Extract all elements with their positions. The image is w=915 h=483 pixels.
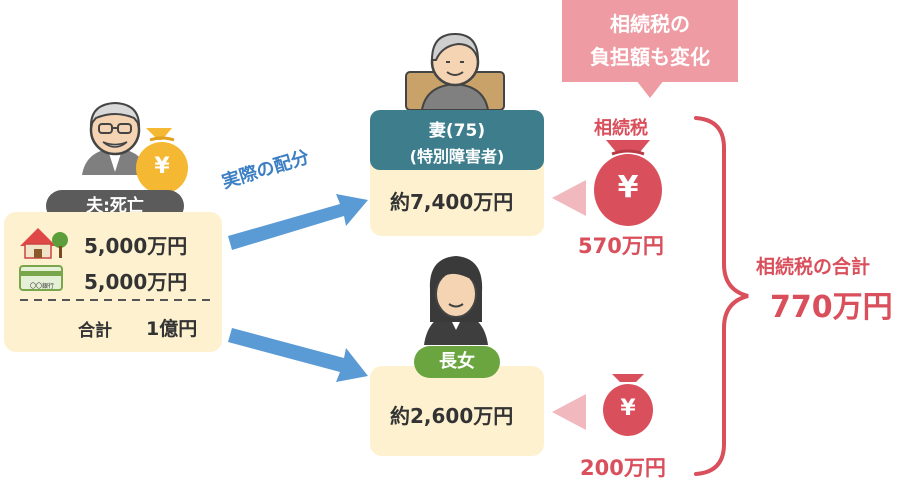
- elderly-woman-icon: [405, 32, 505, 111]
- daughter-amount-box: [370, 366, 544, 456]
- arrow-to-wife: [228, 194, 368, 250]
- chevron-left-icon: [552, 180, 586, 216]
- money-bag-icon: [603, 374, 653, 436]
- total-tax-label: 相続税の合計: [756, 256, 871, 278]
- elderly-man-icon: [82, 101, 148, 175]
- yen-symbol: ¥: [154, 154, 170, 179]
- total-tax-value: 770万円: [770, 290, 893, 325]
- wife-label-line2: (特別障害者): [409, 147, 505, 166]
- daughter-amount: 約2,600万円: [390, 404, 514, 428]
- yen-symbol: ¥: [617, 170, 639, 205]
- money-bag-icon: [136, 128, 188, 194]
- callout-box: 相続税の 負担額も変化: [562, 0, 738, 82]
- asset-amount-deposit: 5,000万円: [84, 270, 188, 294]
- total-value: 1億円: [146, 318, 198, 340]
- wife-label-line1: 妻(75): [428, 121, 486, 141]
- arrow-to-daughter: [228, 328, 368, 382]
- daughter-tag: 長女: [414, 346, 500, 378]
- wife-tag: 妻(75) (特別障害者): [370, 110, 544, 170]
- money-bag-icon: [594, 140, 662, 226]
- callout-line2: 負担額も変化: [590, 45, 710, 69]
- asset-amount-house: 5,000万円: [84, 234, 188, 258]
- chevron-left-icon: [552, 394, 586, 430]
- daughter-tax: 200万円: [580, 456, 666, 480]
- wife-amount: 約7,400万円: [390, 190, 514, 214]
- young-woman-icon: [424, 256, 488, 345]
- wife-tax: 570万円: [578, 234, 664, 258]
- tax-label: 相続税: [594, 118, 648, 139]
- total-label: 合計: [78, 321, 112, 341]
- bank-card-text: 〇〇銀行: [29, 283, 54, 290]
- callout-line1: 相続税の: [610, 12, 690, 36]
- yen-symbol: ¥: [620, 396, 636, 421]
- curly-brace: [694, 116, 749, 476]
- callout-pointer: [636, 80, 664, 98]
